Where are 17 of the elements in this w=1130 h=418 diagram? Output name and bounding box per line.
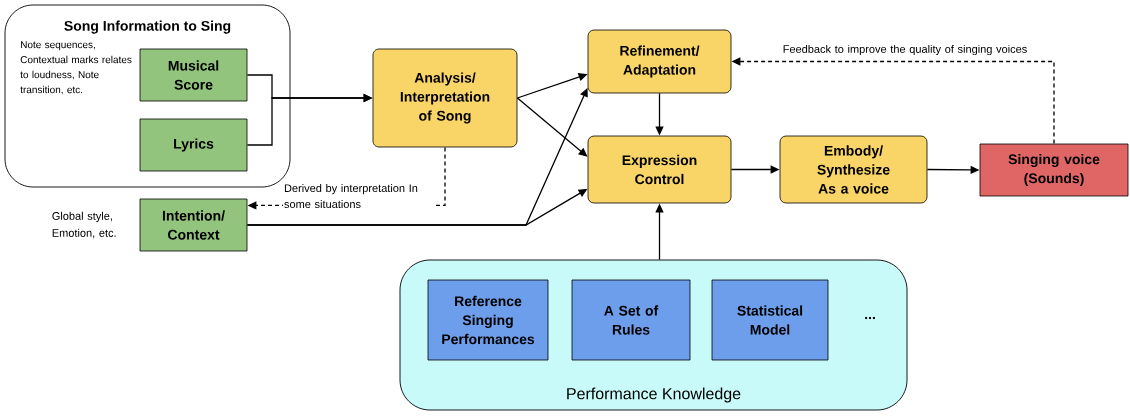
process-box: Musical Score: [139, 48, 248, 102]
process-box: Expression Control: [587, 135, 732, 204]
process-box: Refinement/ Adaptation: [587, 29, 732, 94]
process-box: Lyrics: [139, 118, 248, 172]
process-box: Analysis/ Interpretation of Song: [372, 48, 518, 148]
ellipsis-text: ...: [865, 316, 875, 320]
beside-text: Global style, Emotion, etc.: [52, 211, 116, 239]
process-box: A Set of Rules: [571, 279, 691, 361]
process-box: Singing voice (Sounds): [979, 143, 1129, 197]
edge-label: Derived by interpretation In some situations: [284, 183, 418, 209]
process-box: Reference Singing Performances: [427, 279, 549, 361]
arrow: [516, 97, 588, 157]
process-box: Intention/ Context: [139, 198, 248, 252]
edge-label: Feedback to improve the quality of singing voices: [783, 44, 1027, 56]
process-box: Statistical Model: [711, 279, 829, 361]
note-text: Note sequences, Contextual marks relates to loudness, Note transition, etc.: [20, 41, 132, 95]
process-box: Embody/ Synthesize As a voice: [779, 135, 928, 204]
